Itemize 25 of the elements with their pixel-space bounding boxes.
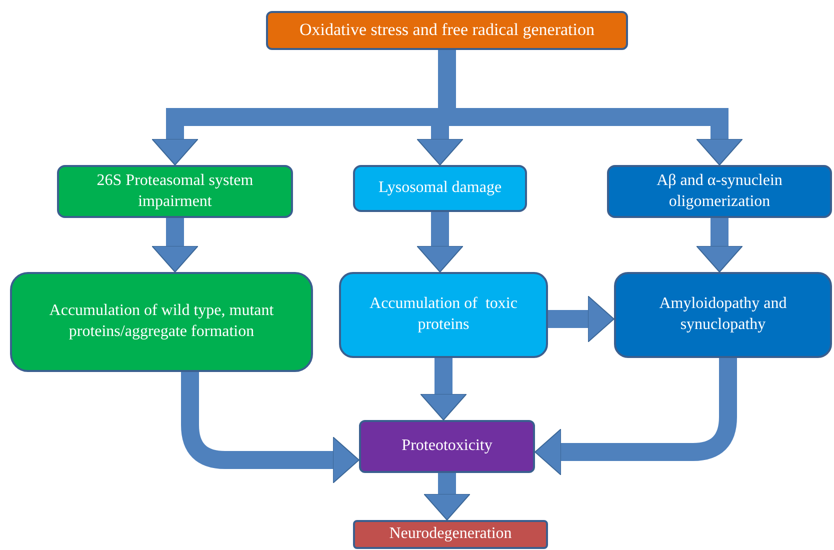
- block-arrow: [424, 473, 470, 520]
- block-arrow: [416, 212, 464, 272]
- box-label: Neurodegeneration: [389, 524, 512, 544]
- process-box: [339, 272, 548, 358]
- block-arrow: [420, 358, 467, 420]
- process-box: [614, 272, 832, 358]
- process-box: [353, 520, 548, 549]
- box-label: Aβ and α-synuclein oligomerization: [656, 170, 784, 212]
- box-label: Oxidative stress and free radical generation: [299, 19, 594, 42]
- block-arrow: [696, 218, 743, 272]
- box-label: Amyloidopathy and synuclopathy: [658, 294, 788, 335]
- block-arrow: [152, 218, 198, 272]
- block-arrow: [534, 358, 737, 476]
- box-label: Proteotoxicity: [402, 436, 492, 456]
- process-box: [57, 165, 293, 218]
- box-label: Accumulation of toxic proteins: [368, 294, 518, 335]
- process-box: [607, 165, 832, 218]
- process-box: [353, 165, 527, 212]
- process-box: [266, 11, 628, 50]
- box-label: Accumulation of wild type, mutant proteins/aggregate formation: [48, 301, 275, 342]
- block-arrow: [548, 296, 614, 342]
- box-label: 26S Proteasomal system impairment: [96, 170, 254, 212]
- process-box: [359, 420, 535, 473]
- process-box: [10, 272, 313, 372]
- box-label: Lysosomal damage: [378, 178, 502, 198]
